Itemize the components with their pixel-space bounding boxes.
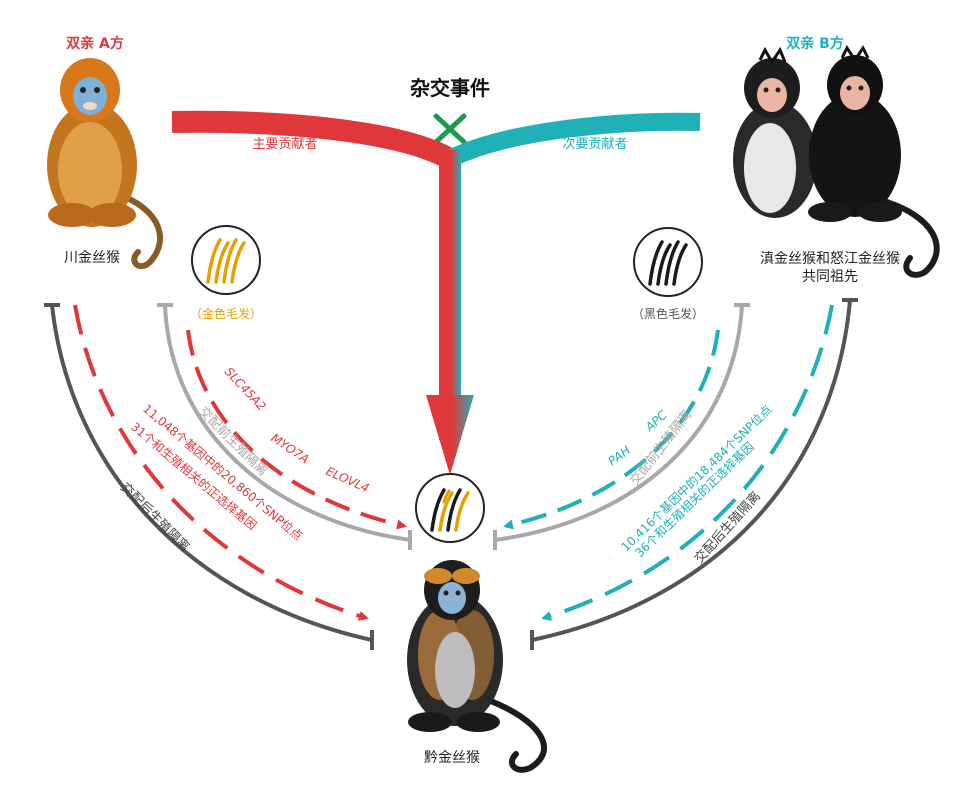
main-contributor-label: 主要贡献者 xyxy=(252,137,317,152)
gene-flow-arrowhead xyxy=(426,395,474,475)
left-postzygotic-label: 交配后生殖隔离 xyxy=(117,480,193,556)
hybridization-event-title: 杂交事件 xyxy=(410,76,490,100)
mixed-hair-icon xyxy=(415,473,485,543)
parent-b-species-name-line1: 滇金丝猴和怒江金丝猴 xyxy=(760,251,900,267)
black-hair-icon xyxy=(633,227,703,297)
parent-a-label: 双亲 A方 xyxy=(66,35,124,52)
minor-contributor-label: 次要贡献者 xyxy=(562,136,627,152)
golden-monkey-illustration xyxy=(47,58,163,270)
right-prezygotic-barrier-arc xyxy=(494,304,744,542)
left-hair-gene-flow-arrow xyxy=(186,329,407,530)
gold-hair-icon xyxy=(191,225,261,295)
left-gene-myo7a: MYO7A xyxy=(268,431,311,467)
right-postzygotic-barrier-arc xyxy=(531,299,852,642)
cross-icon xyxy=(433,113,467,145)
left-postzygotic-barrier-arc xyxy=(50,304,373,642)
parent-b-label: 双亲 B方 xyxy=(786,35,844,52)
main-contributor-arc xyxy=(171,110,454,168)
snub-nosed-monkeys-illustration xyxy=(733,45,940,278)
left-gene-slc45a2: SLC45A2 xyxy=(222,364,269,413)
right-gene-pah: PAH xyxy=(606,443,634,468)
left-snp-flow-arrow xyxy=(73,304,369,621)
left-gene-elovl4: ELOVL4 xyxy=(324,464,372,495)
parent-a-species-name: 川金丝猴 xyxy=(64,250,120,266)
minor-contributor-arc xyxy=(448,112,701,167)
parent-b-species-name-line2: 共同祖先 xyxy=(802,269,858,285)
gold-hair-label: （金色毛发） xyxy=(190,306,262,321)
right-hair-gene-flow-arrow xyxy=(503,329,720,530)
left-prezygotic-barrier-arc xyxy=(163,304,411,542)
offspring-species-name: 黔金丝猴 xyxy=(424,750,480,766)
black-hair-label: （黑色毛发） xyxy=(632,306,704,321)
gene-flow-trunk xyxy=(439,150,461,440)
guizhou-monkey-illustration xyxy=(407,560,547,773)
right-snp-flow-arrow xyxy=(541,304,834,621)
